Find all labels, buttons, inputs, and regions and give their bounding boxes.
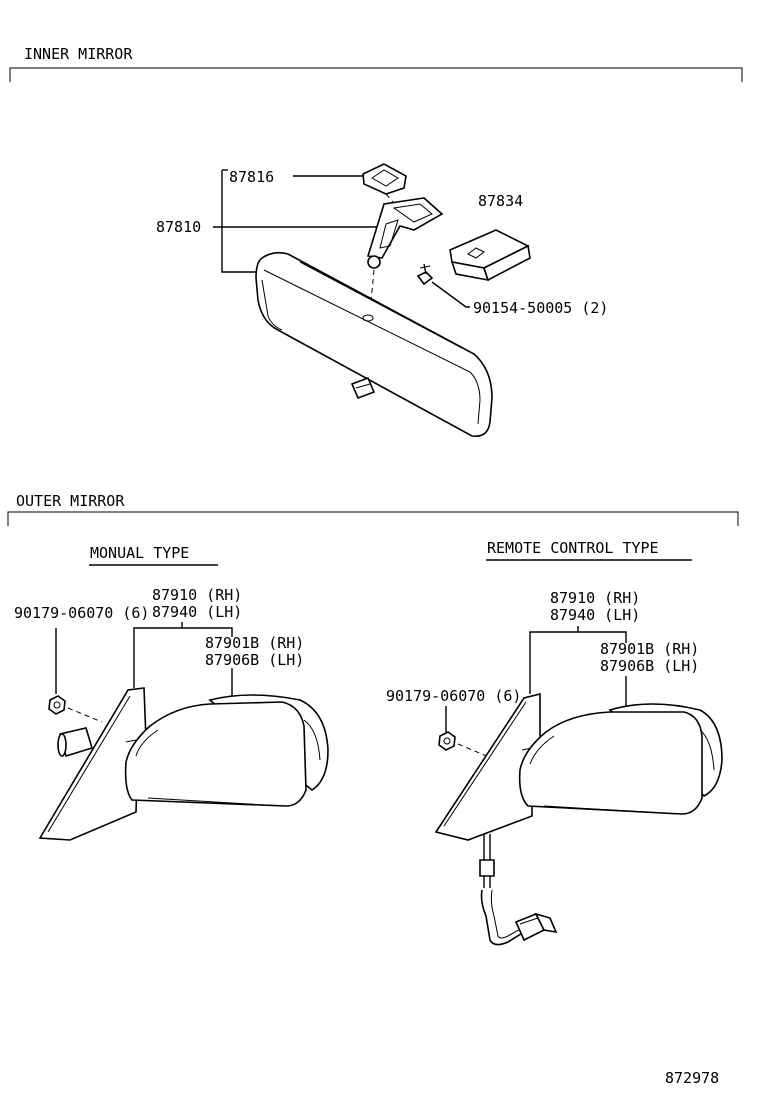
remote-callout-87906b: 87906B (LH) [600,657,699,675]
callout-90154-50005: 90154-50005 (2) [473,299,608,317]
manual-type-title: MONUAL TYPE [90,544,189,562]
screw-90154 [416,263,434,286]
manual-type-group: MONUAL TYPE 87910 (RH) 87940 (LH) 90179-… [14,544,329,841]
inner-mirror-body [255,251,493,438]
manual-callout-87910: 87910 (RH) [152,586,242,604]
remote-nut-icon [438,731,456,751]
manual-callout-87940: 87940 (LH) [152,603,242,621]
callout-87834: 87834 [478,192,523,210]
remote-callout-87940: 87940 (LH) [550,606,640,624]
remote-callout-87901b: 87901B (RH) [600,640,699,658]
inner-mirror-section: INNER MIRROR 87816 87810 87834 90154-500… [9,45,743,438]
outer-mirror-section: OUTER MIRROR MONUAL TYPE 87910 (RH) 8794… [7,492,739,946]
manual-callout-90179: 90179-06070 (6) [14,604,149,622]
manual-callout-87901b: 87901B (RH) [205,634,304,652]
manual-nut-icon [48,695,66,715]
callout-87816: 87816 [229,168,274,186]
outer-section-frame [7,511,739,526]
remote-mirror-housing [518,711,703,815]
remote-type-group: REMOTE CONTROL TYPE 87910 (RH) 87940 (LH… [386,539,723,946]
mirror-mount-stay [366,197,444,313]
leader-bracket [221,170,257,273]
manual-mirror-housing [124,701,307,807]
mirror-cover-87834 [449,229,531,282]
inner-section-frame [9,67,743,82]
manual-callout-87906b: 87906B (LH) [205,651,304,669]
bracket-clip-87816 [362,163,407,209]
callout-87810: 87810 [156,218,201,236]
inner-mirror-title: INNER MIRROR [24,45,133,63]
manual-leader-assy [133,627,233,688]
remote-callout-87910: 87910 (RH) [550,589,640,607]
remote-type-title: REMOTE CONTROL TYPE [487,539,659,557]
outer-mirror-title: OUTER MIRROR [16,492,125,510]
figure-code: 872978 [665,1069,719,1087]
leader-screw [431,281,470,308]
remote-callout-90179: 90179-06070 (6) [386,687,521,705]
